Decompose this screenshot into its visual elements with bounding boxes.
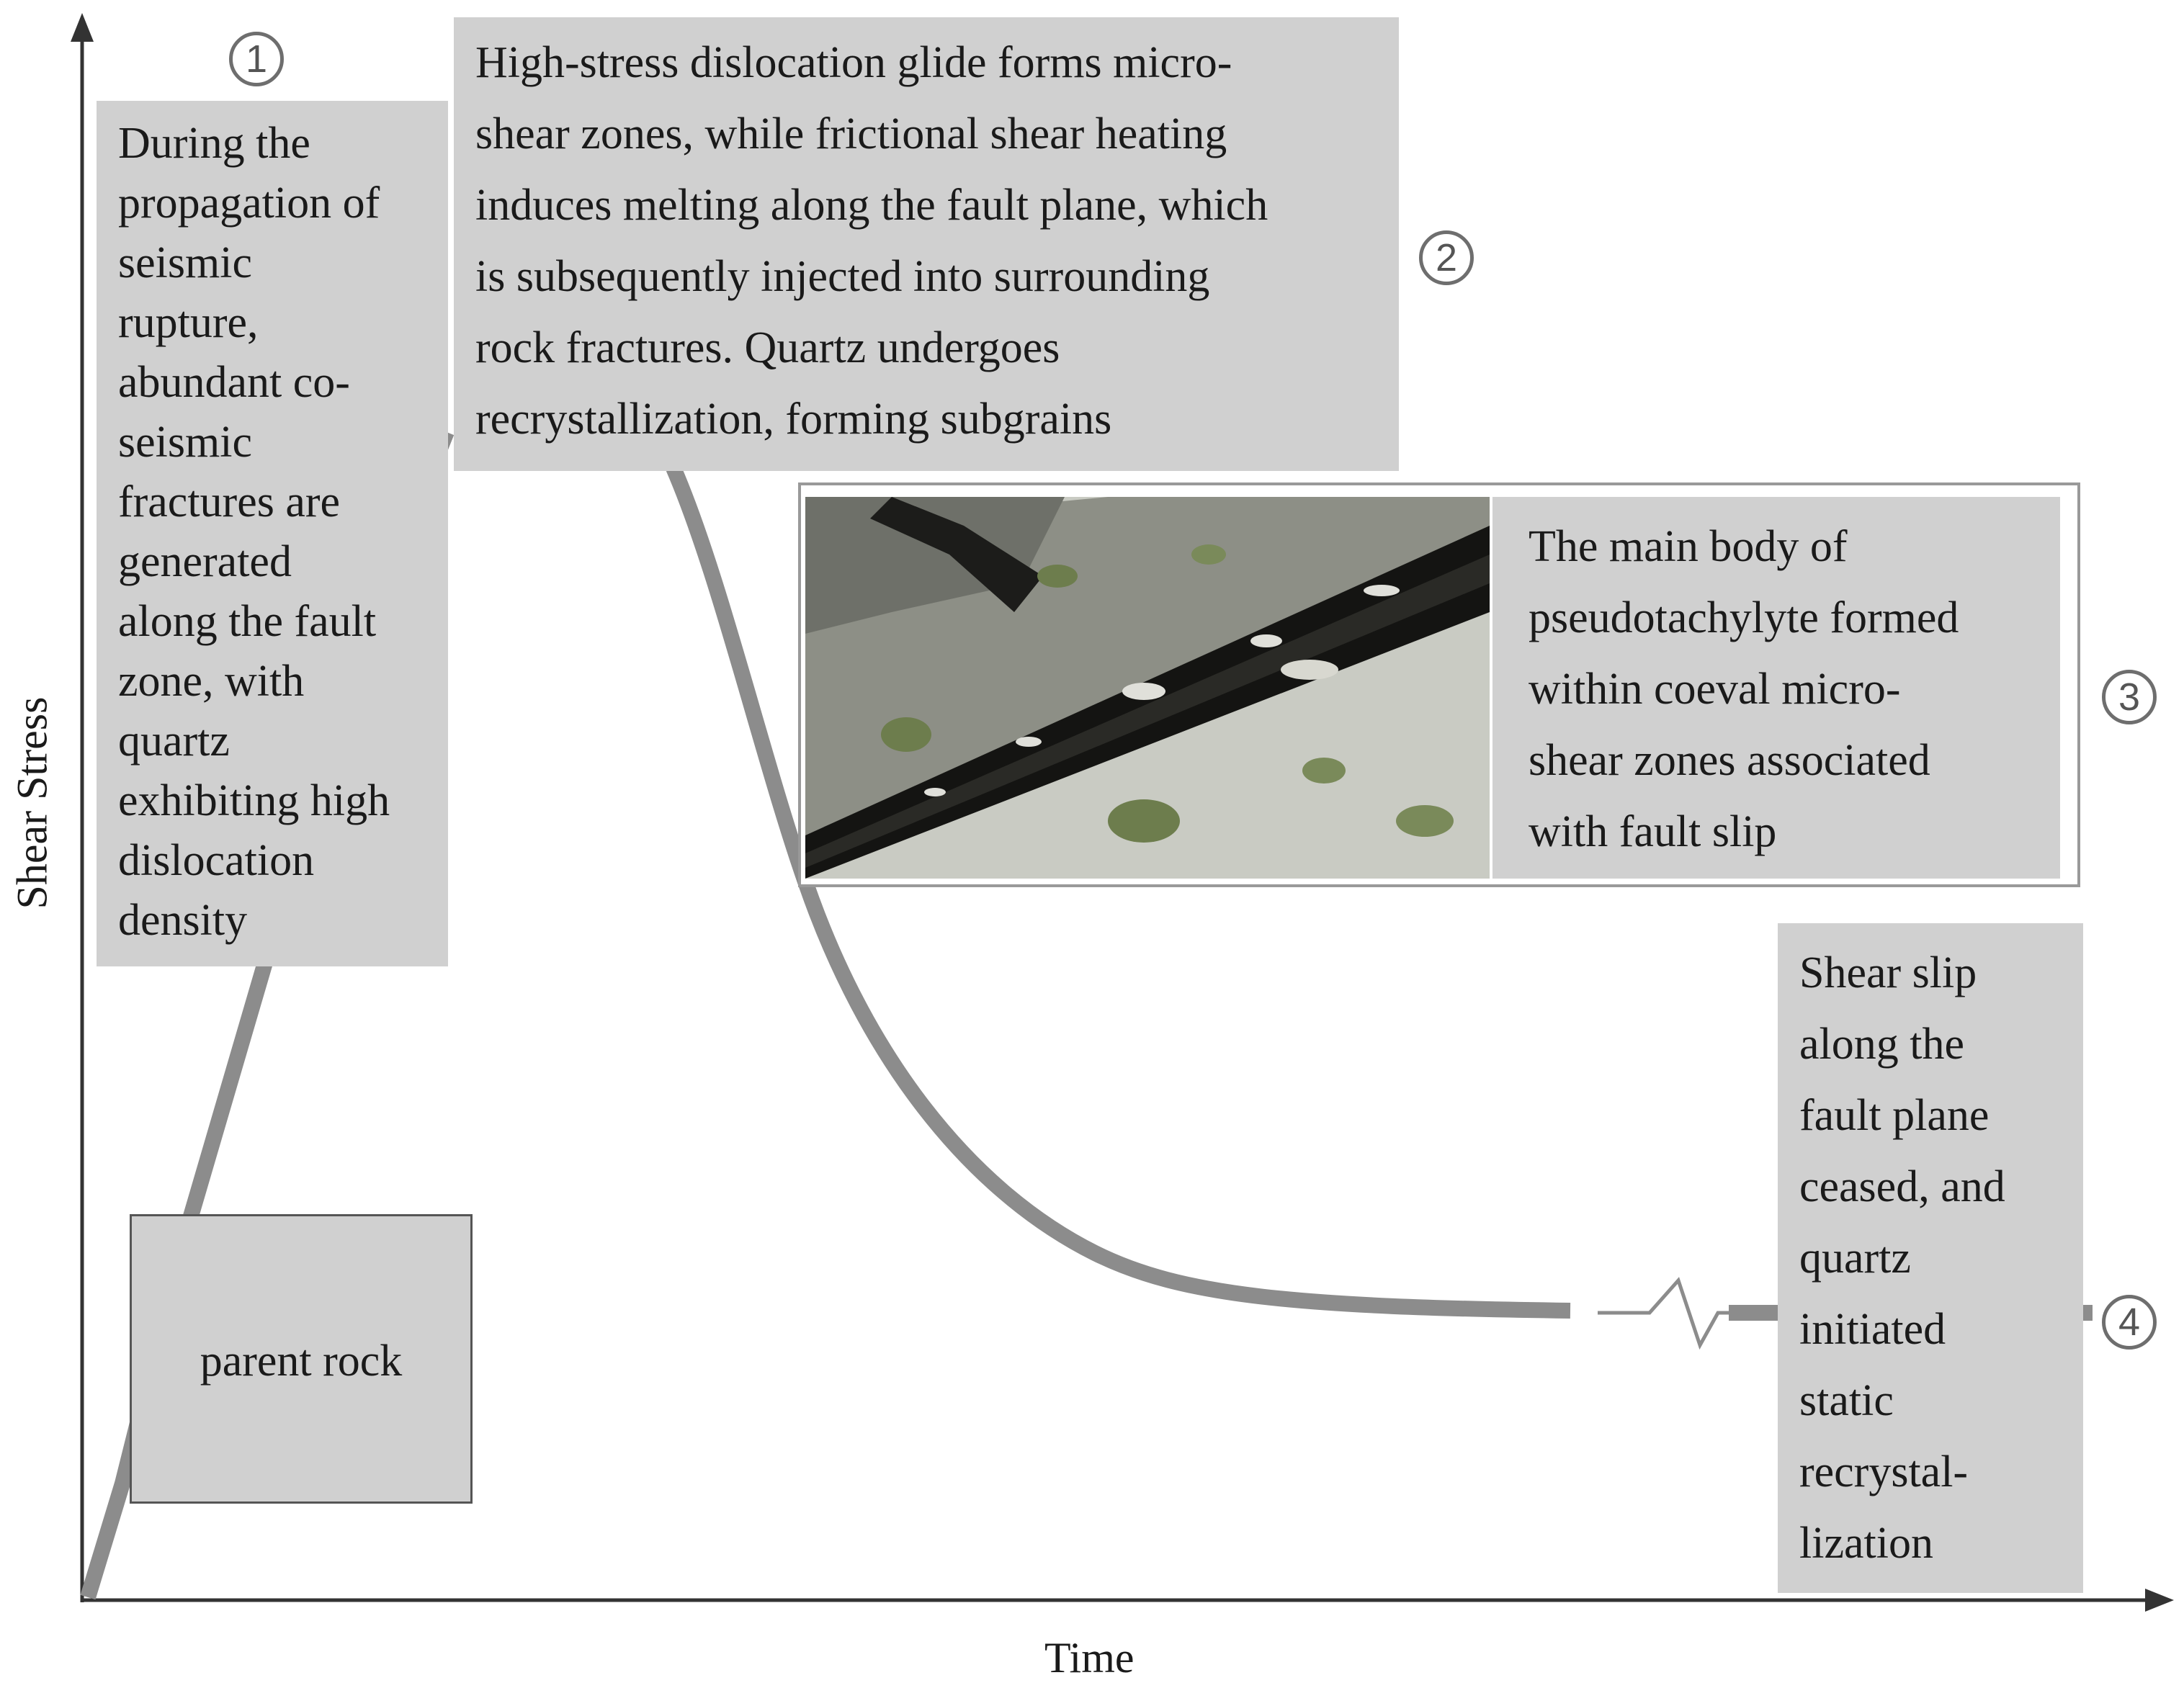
stage1-line: quartz [118,717,230,766]
y-axis-arrowhead [71,13,94,42]
photo-clast [1122,683,1165,700]
stage1-line: seismic [118,418,252,467]
photo-green-patch [1037,565,1078,588]
stage1-line: During the [118,119,310,168]
stage2-text: High-stress dislocation glide forms micr… [475,27,1399,455]
stage2-box: High-stress dislocation glide forms micr… [454,17,1399,471]
stage3-box: The main body of pseudotachylyte formed wi… [1492,497,2060,879]
photo-clast [924,788,946,796]
photo-green-patch [1191,544,1226,565]
photo-clast [1364,585,1400,596]
marker-2: 2 [1419,230,1474,285]
stage2-line: shear zones, while frictional shear heat… [475,109,1227,158]
stage4-line: static [1799,1376,1894,1425]
pseudotachylyte-photo [805,497,1490,879]
stage1-line: generated [118,537,292,586]
stage4-line: lization [1799,1519,1933,1568]
axis-break-icon [1598,1277,1772,1350]
stage4-text: Shear slip along the fault plane ceased, an… [1799,938,2083,1579]
marker-1: 1 [229,32,284,86]
stage1-line: rupture, [118,298,259,347]
parent-rock-box: parent rock [130,1214,473,1504]
photo-host-rock-dark [805,497,1065,634]
stage1-line: exhibiting high [118,776,390,825]
stage3-line: shear zones associated [1529,736,1930,785]
stage4-line: fault plane [1799,1091,1990,1140]
y-axis-label: Shear Stress [8,696,56,910]
stage3-line: with fault slip [1529,807,1777,856]
photo-green-patch [881,717,931,752]
photo-green-patch [1396,805,1454,837]
stage2-line: recrystallization, forming subgrains [475,395,1112,444]
stage3-line: within coeval micro- [1529,665,1901,714]
photo-green-patch [1302,758,1346,784]
stage1-line: abundant co- [118,358,350,407]
photo-clast [1250,634,1282,647]
stage4-line: along the [1799,1020,1964,1069]
photo-clast [1281,660,1338,680]
stage3-line: The main body of [1529,522,1848,571]
x-axis-arrowhead [2145,1589,2174,1612]
x-axis-label: Time [1044,1634,1134,1682]
stage1-line: along the fault [118,597,377,646]
stage4-line: Shear slip [1799,948,1977,997]
stage4-box: Shear slip along the fault plane ceased, an… [1778,923,2083,1593]
stage2-line: rock fractures. Quartz undergoes [475,323,1060,372]
stress-curve-drop [666,464,1571,1319]
stage1-line: fractures are [118,477,341,526]
marker-3: 3 [2102,670,2157,724]
photo-vein-branch [870,497,1043,612]
stage2-line: is subsequently injected into surroundin… [475,252,1210,301]
stage4-line: initiated [1799,1305,1946,1354]
stage4-line: recrystal- [1799,1447,1969,1496]
stage1-text: During the propagation of seismic rupture, a… [118,114,448,951]
stage1-box: During the propagation of seismic rupture, a… [97,101,448,966]
photo-vein-inner [805,555,1490,868]
stage4-line: quartz [1799,1234,1911,1283]
stage1-line: density [118,896,248,945]
stage3-line: pseudotachylyte formed [1529,593,1959,642]
stage1-line: propagation of [118,179,380,228]
photo-clast [1016,737,1042,747]
parent-rock-label: parent rock [200,1337,403,1386]
marker-4: 4 [2102,1295,2157,1350]
stage2-line: High-stress dislocation glide forms micr… [475,38,1232,87]
stage1-line: seismic [118,238,252,287]
stage3-text: The main body of pseudotachylyte formed wi… [1529,511,2060,868]
photo-green-patch [1108,799,1180,843]
stage4-line: ceased, and [1799,1162,2005,1211]
stage1-line: zone, with [118,657,305,706]
stage1-line: dislocation [118,836,315,885]
stage2-line: induces melting along the fault plane, w… [475,181,1268,230]
